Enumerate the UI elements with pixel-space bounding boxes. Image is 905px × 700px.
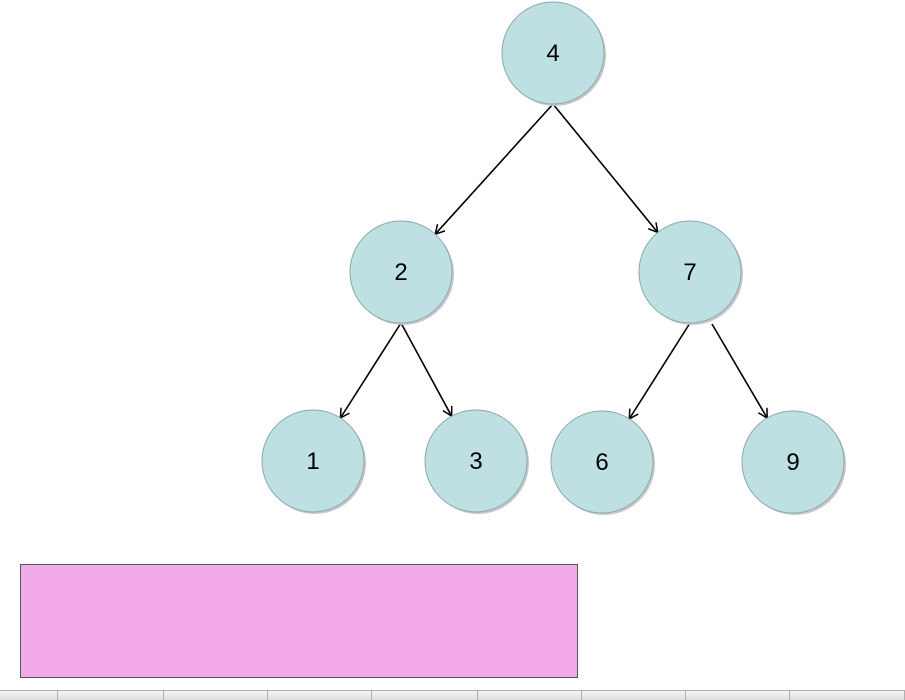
node-label: 6 [595,449,608,476]
node-label: 9 [786,449,799,476]
node-label: 3 [469,448,482,475]
taskbar-strip [0,690,905,700]
edge-n7-n9 [711,323,768,420]
tree-node-9: 9 [741,410,846,515]
tree-node-7: 7 [638,220,743,325]
node-circle [550,410,654,514]
taskbar-tab[interactable] [372,691,478,700]
node-label: 2 [394,259,407,286]
edge-n2-n3 [400,322,453,418]
taskbar-tab[interactable] [164,691,268,700]
tree-node-2: 2 [349,220,454,325]
taskbar-tab[interactable] [58,691,164,700]
node-circle [261,409,365,513]
tree-node-6: 6 [550,410,655,515]
nodes-layer: 4 2 7 1 3 6 9 [261,1,846,515]
taskbar-tab[interactable] [0,691,58,700]
tree-node-4: 4 [501,1,606,106]
node-circle [741,410,845,514]
taskbar-tab[interactable] [686,691,790,700]
node-circle [501,1,605,105]
edge-n7-n6 [628,322,691,421]
node-circle [424,409,528,513]
node-label: 1 [306,448,319,475]
node-label: 4 [546,40,559,67]
taskbar-tab[interactable] [582,691,686,700]
node-label: 7 [683,259,696,286]
edge-n4-n7 [552,103,659,234]
edge-n2-n1 [339,322,402,420]
tree-node-3: 3 [424,409,529,514]
taskbar-tab[interactable] [478,691,582,700]
taskbar-tab[interactable] [268,691,372,700]
node-circle [638,220,742,324]
node-circle [349,220,453,324]
tree-node-1: 1 [261,409,366,514]
edges-layer [339,103,768,421]
message-box [20,564,578,678]
taskbar-tab[interactable] [790,691,905,700]
edge-n4-n2 [434,103,554,236]
